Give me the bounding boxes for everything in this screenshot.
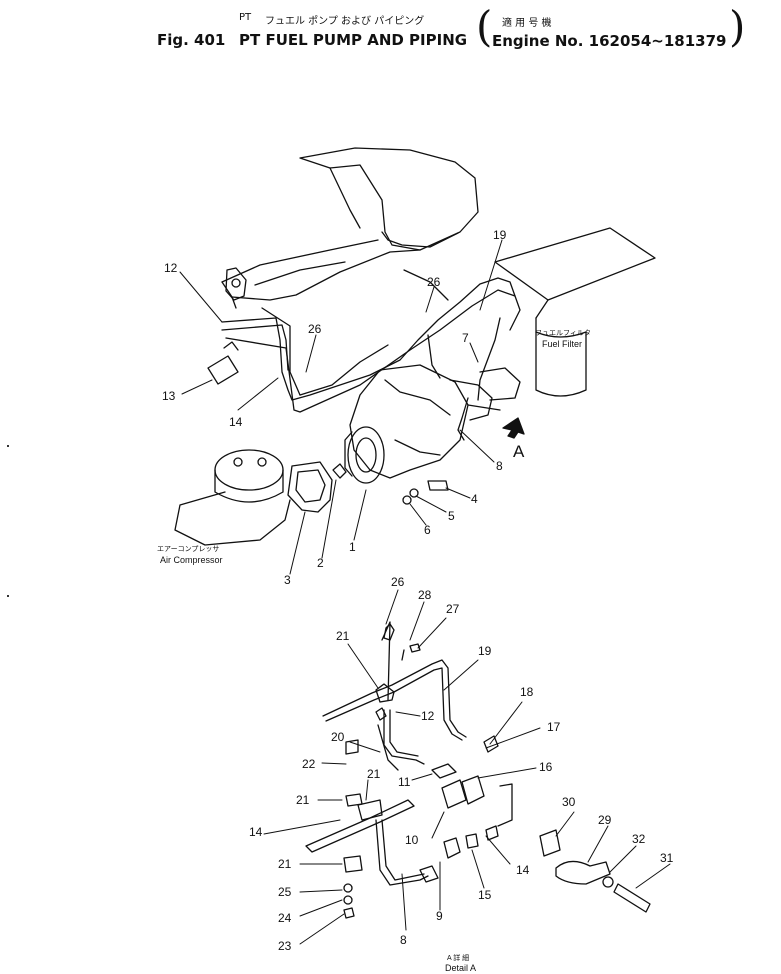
callout-8-top: 8 [496, 459, 503, 473]
callout-23: 23 [278, 939, 292, 953]
fuel-filter-label-jp: フュエルフィルタ [535, 328, 591, 337]
callout-28: 28 [418, 588, 432, 602]
figure-number: Fig. 401 [157, 31, 226, 49]
callout-14-detail-b: 14 [516, 863, 530, 877]
callout-21-a: 21 [336, 629, 350, 643]
gasket-part-3 [287, 461, 333, 513]
callout-19-top: 19 [493, 228, 507, 242]
callout-21-c: 21 [296, 793, 310, 807]
part-13-block [207, 355, 239, 385]
fuel-filter-label: Fuel Filter [542, 339, 582, 349]
callout-26-detail: 26 [391, 575, 405, 589]
callout-27: 27 [446, 602, 460, 616]
callout-16: 16 [539, 760, 553, 774]
callout-9: 9 [436, 909, 443, 923]
engine-housing [221, 147, 479, 396]
open-parenthesis: ( [476, 2, 493, 51]
callout-30: 30 [562, 795, 576, 809]
callout-21-b: 21 [367, 767, 381, 781]
callout-26-top-a: 26 [308, 322, 322, 336]
close-parenthesis: ) [729, 2, 746, 51]
scan-speck [7, 595, 9, 597]
air-compressor [174, 449, 291, 546]
air-compressor-label-jp: エアーコンプレッサ [157, 545, 219, 553]
callout-17: 17 [547, 720, 561, 734]
callout-25: 25 [278, 885, 292, 899]
callout-18: 18 [520, 685, 534, 699]
callout-8-detail: 8 [400, 933, 407, 947]
header-jp-title: フュエル ポンプ および パイピング [265, 16, 425, 27]
callout-19-detail: 19 [478, 644, 492, 658]
callout-numbers: 12 13 14 26 26 19 7 8 4 5 6 1 2 3 26 28 … [162, 228, 674, 953]
header-jp-applicable: 適 用 号 機 [502, 18, 552, 29]
scan-speck [7, 445, 9, 447]
leader-lines-upper [179, 239, 503, 575]
callout-4: 4 [471, 492, 478, 506]
part-12-fitting [223, 341, 239, 351]
callout-21-d: 21 [278, 857, 292, 871]
callout-15: 15 [478, 888, 492, 902]
callout-14-top: 14 [229, 415, 243, 429]
callout-29: 29 [598, 813, 612, 827]
figure-title: PT FUEL PUMP AND PIPING [239, 31, 468, 49]
bolt-part-4 [427, 480, 449, 491]
view-a-label: A [513, 442, 525, 461]
callout-14-detail: 14 [249, 825, 263, 839]
callout-11: 11 [398, 775, 411, 789]
fuel-filter-bracket [494, 227, 656, 397]
engine-serial-range: Engine No. 162054~181379 [492, 32, 727, 50]
air-compressor-label: Air Compressor [160, 555, 223, 565]
callout-20: 20 [331, 730, 345, 744]
detail-a-label-jp: A 詳 細 [447, 953, 469, 962]
washer-part-5 [409, 488, 419, 498]
leader-lines-lower [263, 589, 671, 945]
header-jp-prefix: PT [239, 12, 252, 23]
callout-32: 32 [632, 832, 646, 846]
fuel-pump-body [344, 364, 521, 484]
callout-1: 1 [349, 540, 356, 554]
washer-part-6 [402, 495, 412, 505]
callout-5: 5 [448, 509, 455, 523]
callout-12-detail: 12 [421, 709, 435, 723]
callout-26-top-b: 26 [427, 275, 441, 289]
callout-12-top: 12 [164, 261, 178, 275]
stud-part-2 [332, 463, 347, 479]
detail-a-assembly [305, 621, 651, 919]
callout-13: 13 [162, 389, 176, 403]
callout-10: 10 [405, 833, 419, 847]
fuel-lines-upper [221, 277, 521, 441]
callout-22: 22 [302, 757, 316, 771]
callout-7: 7 [462, 331, 469, 345]
callout-6: 6 [424, 523, 431, 537]
callout-31: 31 [660, 851, 674, 865]
component-labels: フュエルフィルタ Fuel Filter エアーコンプレッサ Air Compr… [157, 328, 591, 973]
callout-24: 24 [278, 911, 292, 925]
detail-a-label: Detail A [445, 963, 476, 973]
view-a-arrow [502, 417, 525, 439]
callout-3: 3 [284, 573, 291, 587]
callout-2: 2 [317, 556, 324, 570]
